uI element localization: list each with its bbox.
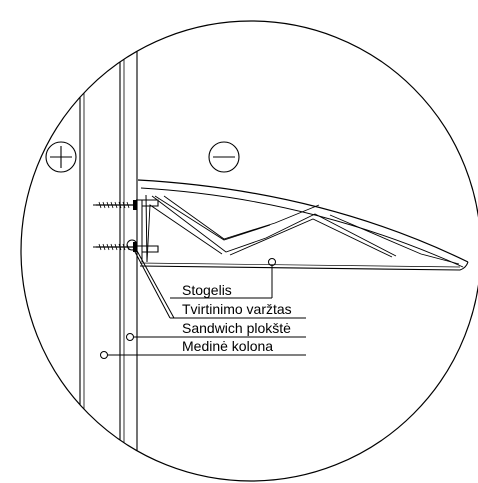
canopy-profile bbox=[137, 179, 469, 271]
screw-lower bbox=[93, 242, 137, 252]
plus-symbol: + bbox=[45, 141, 77, 173]
label-medine-kolona: Medinė kolona bbox=[182, 338, 273, 354]
leader-lines bbox=[108, 248, 306, 356]
wall-bracket bbox=[136, 199, 159, 262]
marker-screw bbox=[126, 239, 138, 251]
screw-upper bbox=[93, 200, 137, 210]
detail-circle bbox=[20, 20, 478, 482]
minus-symbol: − bbox=[208, 141, 240, 173]
marker-column bbox=[100, 351, 108, 359]
label-sandwich-plokste: Sandwich plokštė bbox=[182, 320, 291, 336]
label-stogelis: Stogelis bbox=[182, 282, 232, 298]
marker-canopy bbox=[268, 258, 276, 266]
marker-sandwich bbox=[126, 333, 134, 341]
label-tvirtinimo-varztas: Tvirtinimo varžtas bbox=[182, 301, 292, 317]
